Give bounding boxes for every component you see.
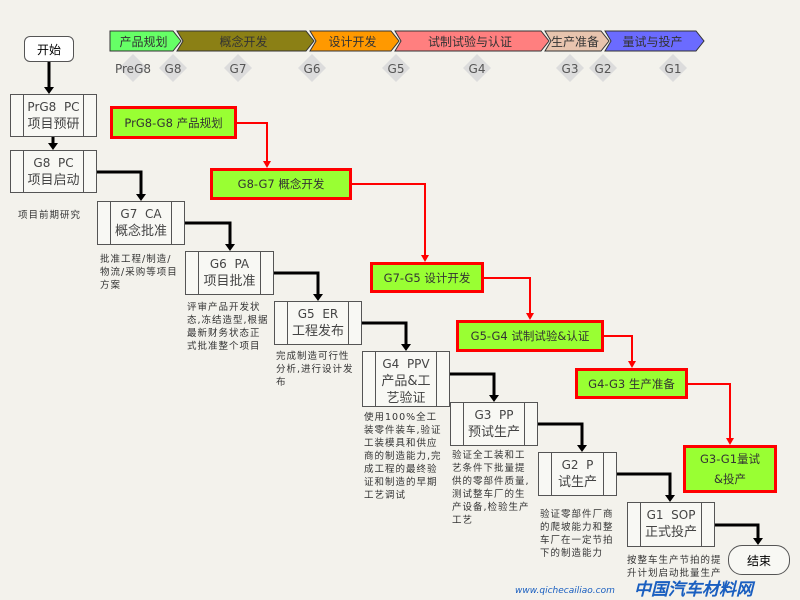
gate-note: 使用100%全工装零件装车,验证工装模具和供应商的制造能力,完成工程的最终验证和… [364,412,442,501]
gate-note: 项目前期研究 [18,210,82,221]
gate-code: G3 PP [474,408,514,422]
gate-name: 项目启动 [27,173,80,188]
gate-code: G6 PA [209,257,250,271]
gate-code: G1 SOP [646,508,696,522]
phase-label: 产品规划 [119,34,167,49]
red-connectors [237,122,731,443]
black-connectors [47,62,760,539]
gate-label: G7 [230,62,247,76]
gate-label: G5 [388,62,405,76]
gate-name: 概念批准 [114,224,167,239]
gate-step-box: G7 CA 概念批准 [97,201,185,245]
gate-step-box: G8 PC 项目启动 [10,150,97,193]
watermark-url: www.qichecailiao.com [515,586,615,596]
gate-name: 项目预研 [27,117,80,132]
gate-label: G2 [595,62,612,76]
stage-box: G7-G5 设计开发 [370,262,484,293]
red-arrowheads [263,161,734,445]
gate-name: 正式投产 [644,525,697,540]
gate-step-box: G6 PA 项目批准 [185,251,274,295]
gate-code: G7 CA [120,207,162,221]
gate-diamond [556,54,584,82]
watermark-logo: 中国汽车材料网 [634,580,753,600]
gate-note: 按整车生产节拍的提升计划启动批量生产 [627,555,722,579]
gate-note: 完成制造可行性分析,进行设计发布 [276,351,354,388]
gate-step-box: G1 SOP 正式投产 [627,502,715,547]
phase-label: 概念开发 [219,34,267,49]
gate-name: 产品&工艺验证 [381,374,431,406]
phase-segment [109,30,182,52]
phase-label: 试制试验与认证 [428,34,512,49]
gate-note: 验证零部件厂商的爬坡能力和整车厂在一定节拍下的制造能力 [540,509,614,559]
gate-step-box: G4 PPV 产品&工艺验证 [362,351,450,407]
phase-bar: 产品规划 概念开发 设计开发 试制试验与认证 生产准备 量试与投产 PreG8 G8 G7 G6 G… [109,30,705,82]
gate-diamond [224,54,252,82]
stage-box: G3-G1量试&投产 [683,445,777,493]
gate-step-box: G3 PP 预试生产 [450,402,538,446]
phase-segment [544,30,610,52]
gate-diamond [298,54,326,82]
phase-segment [394,30,550,52]
gate-code: G5 ER [297,307,339,321]
gate-code: G2 P [561,458,594,472]
stage-box: G4-G3 生产准备 [575,368,688,399]
start-node: 开始 [24,36,74,62]
gate-code: PrG8 PC [27,100,80,114]
phase-label: 设计开发 [328,34,376,49]
stage-box: PrG8-G8 产品规划 [110,106,237,139]
black-arrowheads [44,87,763,545]
gate-diamond [159,54,187,82]
gate-note: 批准工程/制造/物流/采购等项目方案 [100,254,178,291]
phase-label: 量试与投产 [622,34,682,49]
gate-step-box: G5 ER 工程发布 [274,301,362,345]
phase-segment [604,30,705,52]
phase-segment [309,30,400,52]
phase-label: 生产准备 [551,35,599,49]
gate-diamond [119,54,147,82]
gate-diamond [659,54,687,82]
end-node: 结束 [728,545,790,575]
gate-name: 预试生产 [467,425,520,440]
stage-box: G5-G4 试制试验&认证 [456,320,604,352]
gate-label: G8 [165,62,182,76]
gate-diamond [382,54,410,82]
gate-label: G3 [562,62,579,76]
gate-name: 试生产 [557,475,597,490]
gate-label: G1 [665,62,682,76]
gate-label: PreG8 [115,62,151,76]
gate-name: 项目批准 [203,274,256,289]
phase-segment [176,30,315,52]
gate-note: 评审产品开发状态,冻结造型,根据最新财务状态正式批准整个项目 [187,302,269,352]
gate-label: G4 [469,62,486,76]
gate-note: 验证全工装和工艺条件下批量提供的零部件质量,测试整车厂的生产设备,检验生产工艺 [452,450,530,526]
gate-name: 工程发布 [291,324,344,339]
gate-step-box: G2 P 试生产 [538,452,617,496]
gate-step-box: PrG8 PC 项目预研 [10,94,97,137]
gate-diamond [463,54,491,82]
stage-box: G8-G7 概念开发 [210,168,352,200]
gate-label: G6 [304,62,321,76]
gate-code: G4 PPV [382,357,430,371]
gate-code: G8 PC [33,156,74,170]
gate-diamond [589,54,617,82]
